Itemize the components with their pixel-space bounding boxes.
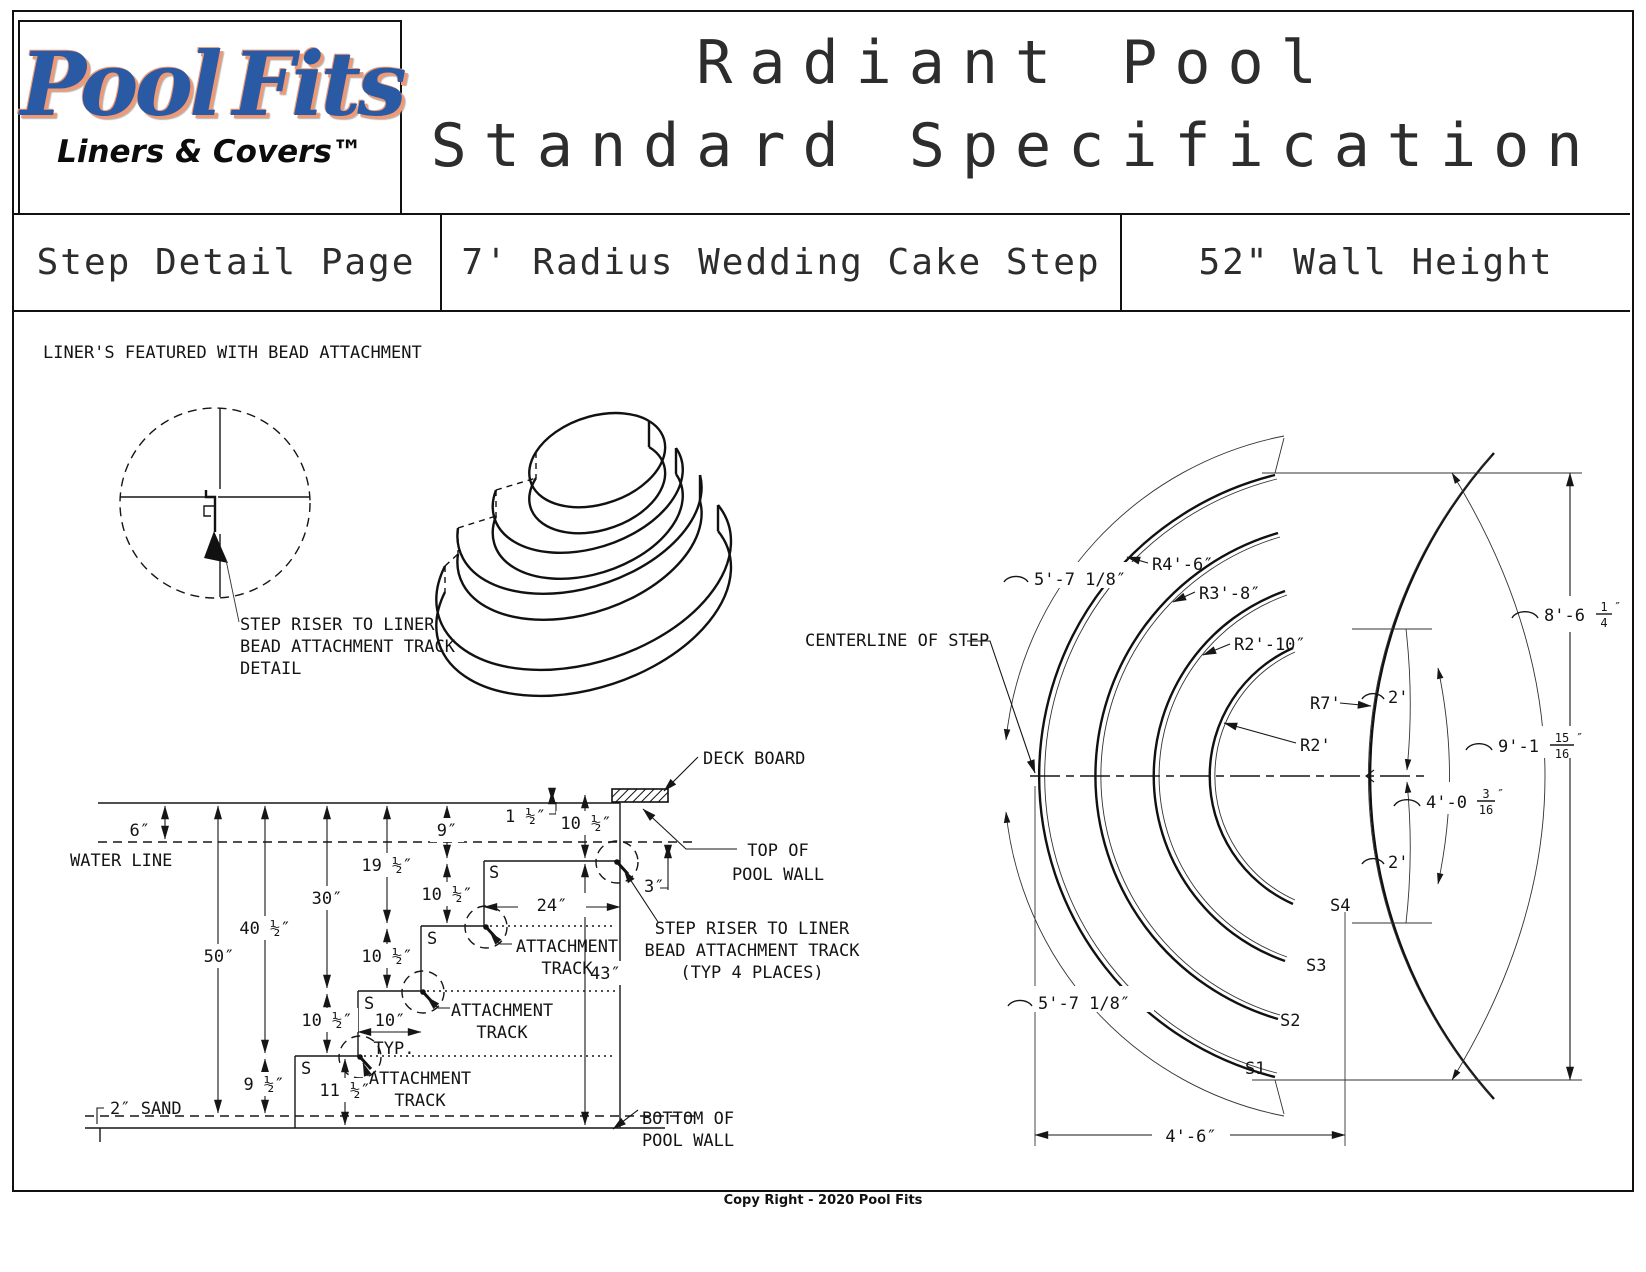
radius-r2: R2' [1300,736,1331,756]
plan-step-s1: S1 [1245,1059,1265,1079]
dim-19h: 19 ½″ [361,856,412,876]
arc-dim-9-1-15-16: 9'-1 15 16 ″ [1465,726,1598,761]
radius-r7: R7' [1310,694,1341,714]
bottom-of-wall-label-2: POOL WALL [642,1131,734,1151]
arc-dim-2ft-bottom: 2' [1388,853,1408,873]
detail-label-2: BEAD ATTACHMENT TRACK [240,637,456,657]
dim-6: 6″ [130,821,150,841]
dim-11h: 11 ½″ [319,1081,370,1101]
dim-3: 3″ [644,877,664,897]
subheader-divider-2 [1120,215,1122,310]
step-s-4: S [301,1059,311,1079]
cross-section-dim-labels: 6″ 50″ 40 ½″ 30″ 19 ½″ 9″ 10 ½″ 10 ½″ 10… [130,807,664,1102]
svg-text:8'-6: 8'-6 [1544,606,1585,626]
dim-8-6-1-4: 8'-6 1 4 ″ [1511,596,1626,632]
logo-tagline: Liners & Covers™ [57,134,363,170]
svg-text:16: 16 [1555,747,1569,761]
svg-text:4: 4 [1600,616,1607,630]
bottom-of-wall-label-1: BOTTOM OF [642,1109,734,1129]
arc-dim-5-7-bottom: 5'-7 1/8″ [1038,994,1130,1014]
radius-r2-10: R2'-10″ [1234,635,1306,655]
attachment-label-3b: TRACK [394,1091,446,1111]
detail-arrow [204,531,228,563]
cross-section-drawing: 6″ 50″ 40 ½″ 30″ 19 ½″ 9″ 10 ½″ 10 ½″ 10… [70,749,860,1151]
arc-dim-2ft-top: 2' [1388,688,1408,708]
svg-text:″: ″ [1614,600,1621,614]
attachment-label-2a: ATTACHMENT [451,1001,553,1021]
svg-text:″: ″ [1576,731,1583,745]
logo-word-fits: Fits [232,32,407,136]
svg-text:″: ″ [1497,787,1504,801]
page-border [12,10,1634,1192]
radius-r3-8: R3'-8″ [1199,584,1260,604]
dim-10: 10″ [375,1011,406,1031]
centerline-label: CENTERLINE OF STEP [805,631,989,651]
plan-step-s3: S3 [1306,956,1326,976]
note-liners-featured: LINER'S FEATURED WITH BEAD ATTACHMENT [43,343,422,363]
step-s-2: S [427,929,437,949]
isometric-steps-drawing [435,411,733,698]
title-line-1: Radiant Pool [696,28,1334,98]
detail-circle [119,407,311,599]
detail-label-3: DETAIL [240,659,301,679]
plan-step-s2: S2 [1280,1011,1300,1031]
subheader-row: Step Detail Page 7' Radius Wedding Cake … [12,213,1630,312]
dim-10h-b: 10 ½″ [361,947,412,967]
top-of-wall-label-1: TOP OF [747,841,808,861]
logo-word-pool: Pool [20,32,223,136]
dim-1h: 1 ½″ [505,807,546,827]
svg-text:9'-1: 9'-1 [1498,737,1539,757]
step-riser-callout-2: BEAD ATTACHMENT TRACK [645,941,861,961]
arc-dim-4-0-3-16: 4'-0 3 16 ″ [1393,782,1520,817]
dim-50: 50″ [204,947,235,967]
dim-24: 24″ [537,896,568,916]
attachment-label-2b: TRACK [476,1023,528,1043]
attachment-label-1a: ATTACHMENT [516,937,618,957]
svg-text:15: 15 [1555,731,1569,745]
subheader-divider-1 [440,215,442,310]
bead-track-detail-drawing: STEP RISER TO LINER BEAD ATTACHMENT TRAC… [119,407,456,679]
plan-step-s4: S4 [1330,896,1350,916]
deck-board-label: DECK BOARD [703,749,805,769]
dim-10h-a: 10 ½″ [421,885,472,905]
dim-10h-c: 10 ½″ [301,1011,352,1031]
svg-text:16: 16 [1479,803,1493,817]
step-riser-callout-3: (TYP 4 PLACES) [680,963,823,983]
subheader-step-type: 7' Radius Wedding Cake Step [461,242,1101,283]
copyright-footer: Copy Right - 2020 Pool Fits [723,1193,923,1208]
page-title: Radiant Pool Standard Specification [400,22,1630,212]
dim-9: 9″ [437,821,457,841]
attachment-label-1b: TRACK [541,959,593,979]
attachment-label-3a: ATTACHMENT [369,1069,471,1089]
subheader-wall-height: 52" Wall Height [1198,242,1554,283]
detail-label-1: STEP RISER TO LINER [240,615,435,635]
dim-10h-top: 10 ½″ [560,814,611,834]
step-s-3: S [364,994,374,1014]
deck-board-shape [611,788,669,803]
dim-4-6: 4'-6″ [1165,1127,1216,1147]
dim-43: 43″ [590,964,621,984]
dim-30: 30″ [312,889,343,909]
water-line-label: WATER LINE [70,851,172,871]
plan-view-drawing: 4'-6″ CENTERLINE OF STEP 5'-7 1/8″ 5'-7 … [805,435,1626,1148]
svg-text:1: 1 [1600,600,1607,614]
dim-9h: 9 ½″ [244,1075,285,1095]
subheader-step-detail: Step Detail Page [36,242,416,283]
title-line-2: Standard Specification [430,110,1600,181]
arc-dim-5-7-top: 5'-7 1/8″ [1034,570,1126,590]
top-of-wall-label-2: POOL WALL [732,865,824,885]
svg-text:4'-0: 4'-0 [1426,793,1467,813]
svg-text:3: 3 [1482,787,1489,801]
dim-40h: 40 ½″ [239,919,290,939]
track-profile [204,490,217,532]
dim-typ: TYP. [374,1039,415,1059]
radius-r4-6: R4'-6″ [1152,555,1213,575]
sand-label: 2″ SAND [110,1099,182,1119]
step-s-1: S [489,863,499,883]
step-riser-callout-1: STEP RISER TO LINER [655,919,850,939]
